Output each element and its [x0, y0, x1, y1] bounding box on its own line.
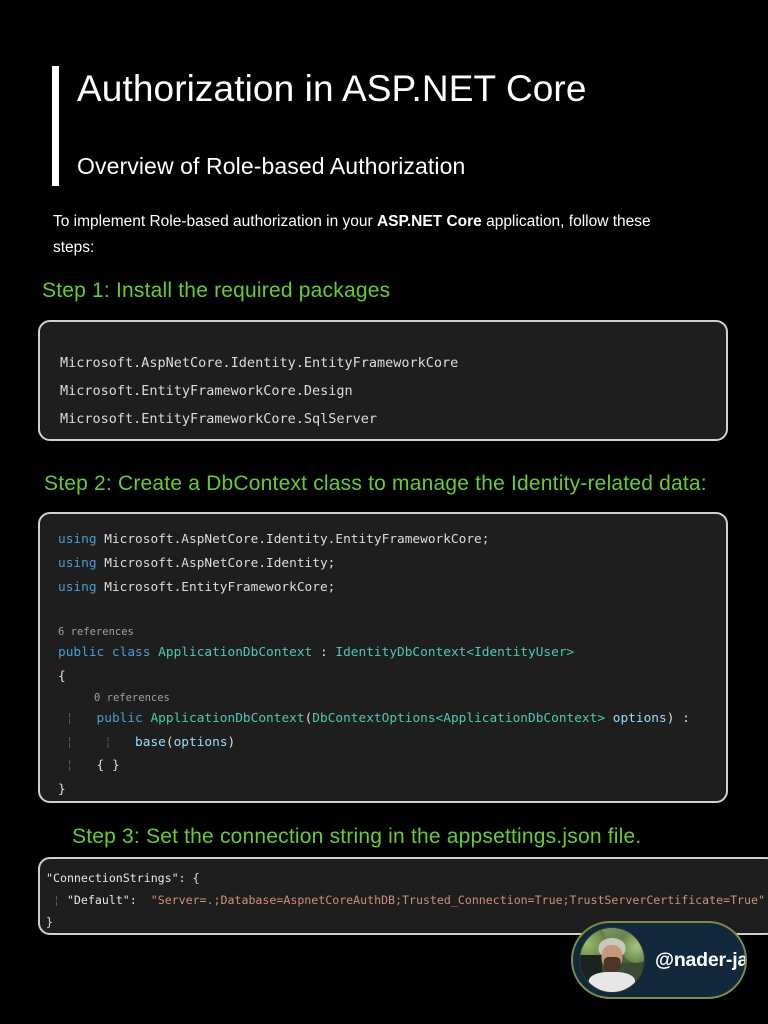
keyword-using: using: [58, 555, 97, 571]
intro-paragraph: To implement Role-based authorization in…: [53, 209, 693, 260]
code-block-dbcontext: using Microsoft.AspNetCore.Identity.Enti…: [38, 512, 728, 803]
avatar-beard: [603, 957, 621, 972]
keyword-public-class: public class: [58, 645, 159, 661]
avatar-foliage-right: [621, 930, 644, 964]
type-identitydbcontext: IdentityDbContext<IdentityUser>: [335, 645, 575, 661]
code-line-ctor-decl: ¦ public ApplicationDbContext(DbContextO…: [58, 707, 726, 731]
code-block-appsettings: "ConnectionStrings": { ¦ "Default": "Ser…: [38, 857, 768, 935]
intro-text-pre: To implement Role-based authorization in…: [53, 213, 377, 230]
code-line-ctor-body: ¦ { }: [58, 754, 726, 778]
intro-text-post: application, follow these steps:: [53, 213, 651, 256]
punct-paren-open: (: [165, 734, 174, 750]
header-text-group: Authorization in ASP.NET Core Overview o…: [77, 66, 587, 186]
code-line-class-decl: public class ApplicationDbContext : Iden…: [58, 641, 726, 665]
code-line: Microsoft.EntityFrameworkCore.Design: [60, 383, 353, 399]
watermark-badge[interactable]: @nader-javid: [571, 921, 747, 999]
namespace-text: Microsoft.AspNetCore.Identity.EntityFram…: [96, 532, 490, 547]
codelens-class-references[interactable]: 6 references: [58, 626, 134, 639]
code-line-brace-close: }: [58, 782, 66, 798]
keyword-public: public: [96, 710, 151, 726]
step-2-heading: Step 2: Create a DbContext class to mana…: [44, 472, 707, 495]
header-accent-bar: [52, 66, 59, 186]
json-key-connectionstrings: "ConnectionStrings": [46, 871, 179, 885]
code-block-packages: Microsoft.AspNetCore.Identity.EntityFram…: [38, 320, 728, 441]
punct-colon: :: [129, 893, 137, 907]
keyword-using: using: [58, 532, 97, 547]
punct-paren-close: ) :: [666, 710, 690, 726]
step-1-heading: Step 1: Install the required packages: [42, 279, 391, 302]
step-3-heading: Step 3: Set the connection string in the…: [72, 825, 642, 848]
code-line-using-3: using Microsoft.EntityFrameworkCore;: [58, 576, 726, 600]
codelens-ctor-references[interactable]: 0 references: [94, 691, 170, 704]
intro-text-bold: ASP.NET Core: [376, 213, 482, 230]
code-line-using-2: using Microsoft.AspNetCore.Identity;: [58, 552, 726, 576]
code-line: Microsoft.AspNetCore.Identity.EntityFram…: [60, 355, 459, 371]
keyword-base: base: [135, 734, 166, 750]
param-options: options: [605, 710, 667, 726]
punct-paren-open: (: [304, 710, 313, 726]
namespace-text: Microsoft.EntityFrameworkCore;: [96, 579, 336, 595]
page-title: Authorization in ASP.NET Core: [77, 68, 587, 109]
indent-guide: ¦: [58, 710, 97, 726]
indent-guide: ¦: [46, 893, 67, 907]
code-line-using-1: using Microsoft.AspNetCore.Identity.Enti…: [58, 528, 726, 552]
avatar-shirt: [588, 971, 636, 992]
type-applicationdbcontext: ApplicationDbContext: [158, 645, 313, 661]
json-line-connectionstrings: "ConnectionStrings": {: [46, 867, 768, 889]
json-line-brace-close: }: [46, 915, 53, 929]
indent-guide: ¦: [58, 758, 97, 774]
namespace-text: Microsoft.AspNetCore.Identity;: [96, 555, 336, 571]
code-line-brace-open: {: [58, 668, 66, 684]
punct-braces: { }: [96, 758, 120, 774]
punct-paren-close: ): [227, 734, 236, 750]
code-line: Microsoft.EntityFrameworkCore.SqlServer: [60, 411, 377, 427]
page-header: Authorization in ASP.NET Core Overview o…: [52, 66, 752, 186]
ctor-name: ApplicationDbContext: [150, 710, 305, 726]
page-subtitle: Overview of Role-based Authorization: [77, 153, 466, 179]
punct-colon-brace: : {: [178, 871, 200, 885]
code-blank-line: [58, 599, 726, 623]
json-value-connection-string: "Server=.;Database=AspnetCoreAuthDB;Trus…: [150, 893, 765, 907]
indent-guide: ¦ ¦: [58, 734, 136, 750]
type-dbcontextoptions: DbContextOptions<ApplicationDbContext>: [312, 710, 606, 726]
json-line-default: ¦ "Default": "Server=.;Database=AspnetCo…: [46, 889, 768, 911]
watermark-handle: @nader-javid: [655, 948, 747, 971]
punct-colon: :: [312, 645, 336, 661]
avatar: [579, 927, 645, 993]
arg-options: options: [173, 734, 228, 750]
json-spacer: [137, 893, 151, 907]
keyword-using: using: [58, 579, 97, 595]
json-key-default: "Default": [66, 893, 130, 907]
code-line-base-call: ¦ ¦ base(options): [58, 731, 726, 755]
